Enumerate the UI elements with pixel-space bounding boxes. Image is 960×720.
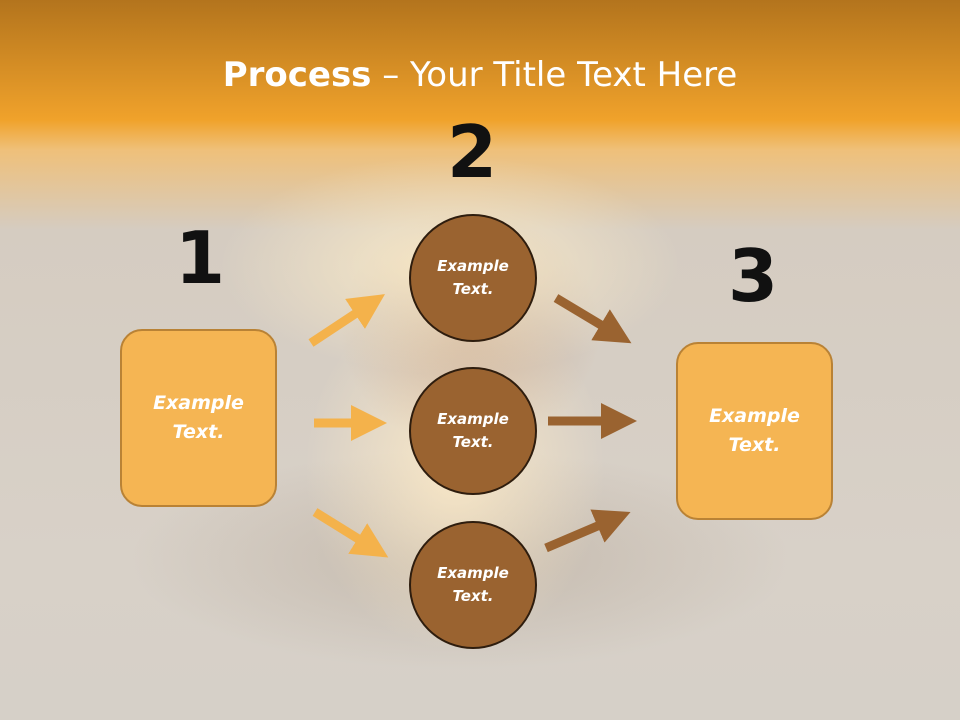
title-bold: Process bbox=[222, 55, 372, 95]
left-box-text: Example Text. bbox=[153, 392, 244, 443]
circle-bottom: Example Text. bbox=[409, 521, 537, 649]
circle-bottom-text: Example Text. bbox=[437, 564, 509, 605]
arrow-left-to-top bbox=[308, 294, 386, 347]
title-rest: – Your Title Text Here bbox=[371, 55, 738, 95]
step-number-1: 1 bbox=[174, 216, 226, 300]
step-number-2: 2 bbox=[446, 110, 498, 194]
arrow-bottom-to-right bbox=[544, 509, 631, 553]
circle-top-text: Example Text. bbox=[437, 257, 509, 298]
slide-title: Process – Your Title Text Here bbox=[0, 55, 960, 95]
right-box-text: Example Text. bbox=[709, 405, 800, 456]
step-number-3: 3 bbox=[727, 234, 779, 318]
left-box: Example Text. bbox=[120, 329, 277, 507]
arrow-top-to-right bbox=[553, 294, 632, 344]
circle-middle: Example Text. bbox=[409, 367, 537, 495]
circle-middle-text: Example Text. bbox=[437, 410, 509, 451]
circle-top: Example Text. bbox=[409, 214, 537, 342]
arrow-left-to-bottom bbox=[312, 508, 389, 558]
right-box: Example Text. bbox=[676, 342, 833, 520]
